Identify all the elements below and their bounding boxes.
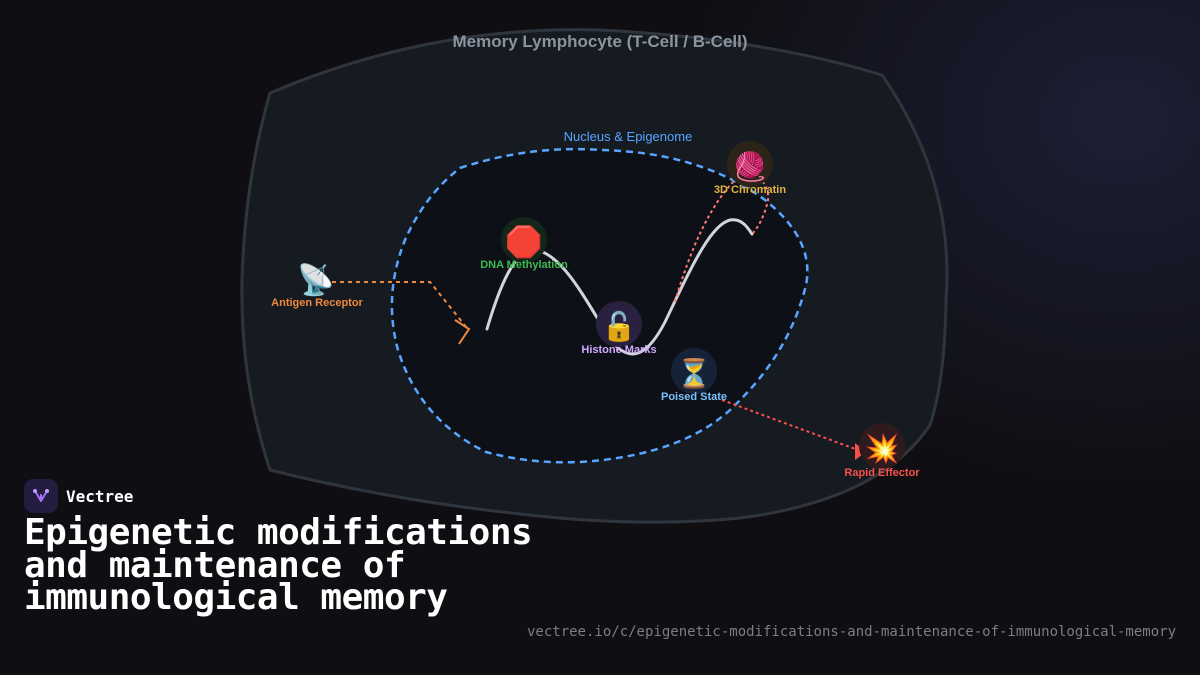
antigen-receptor-label: Antigen Receptor: [271, 297, 363, 309]
page-title: Epigenetic modifications and maintenance…: [24, 512, 533, 618]
cell-title: Memory Lymphocyte (T-Cell / B-Cell): [452, 32, 747, 51]
nucleus-label: Nucleus & Epigenome: [564, 129, 693, 144]
unlocked-padlock-icon: 🔓: [602, 310, 637, 343]
effector-activation-path: [721, 399, 859, 451]
brand[interactable]: Vectree: [24, 479, 133, 513]
poised-state-node[interactable]: ⏳ Poised State: [661, 348, 727, 403]
poised-state-halo: [671, 348, 717, 394]
chromatin-loop-path: [674, 173, 770, 303]
histone-marks-label: Histone Marks: [581, 344, 656, 356]
histone-marks-node[interactable]: 🔓 Histone Marks: [581, 301, 657, 356]
rapid-effector-halo: [859, 423, 905, 469]
antigen-signal-path: [332, 281, 468, 329]
brand-name: Vectree: [66, 486, 134, 506]
vectree-logo-icon: [24, 479, 58, 513]
chromatin-3d-halo: [727, 141, 773, 187]
page-url[interactable]: vectree.io/c/epigenetic-modifications-an…: [526, 624, 1176, 640]
stop-sign-icon: 🛑: [505, 224, 542, 259]
rapid-effector-label: Rapid Effector: [844, 467, 920, 479]
dna-methylation-node[interactable]: 🛑 DNA Methylation: [480, 217, 568, 271]
histone-marks-halo: [596, 301, 642, 347]
hourglass-icon: ⏳: [677, 357, 712, 390]
rapid-effector-node[interactable]: 💥 Rapid Effector: [844, 423, 920, 479]
dna-methylation-label: DNA Methylation: [480, 259, 568, 271]
chromatin-3d-label: 3D Chromatin: [714, 184, 786, 196]
antigen-arrowhead: [454, 319, 471, 345]
collision-icon: 💥: [865, 432, 900, 465]
yarn-ball-icon: 🧶: [733, 150, 768, 183]
poised-state-label: Poised State: [661, 391, 727, 403]
antigen-receptor-node[interactable]: 📡 Antigen Receptor: [271, 260, 363, 309]
satellite-antenna-icon: 📡: [297, 260, 334, 297]
dna-methylation-halo: [501, 217, 547, 263]
chromatin-3d-node[interactable]: 🧶 3D Chromatin: [714, 141, 786, 196]
